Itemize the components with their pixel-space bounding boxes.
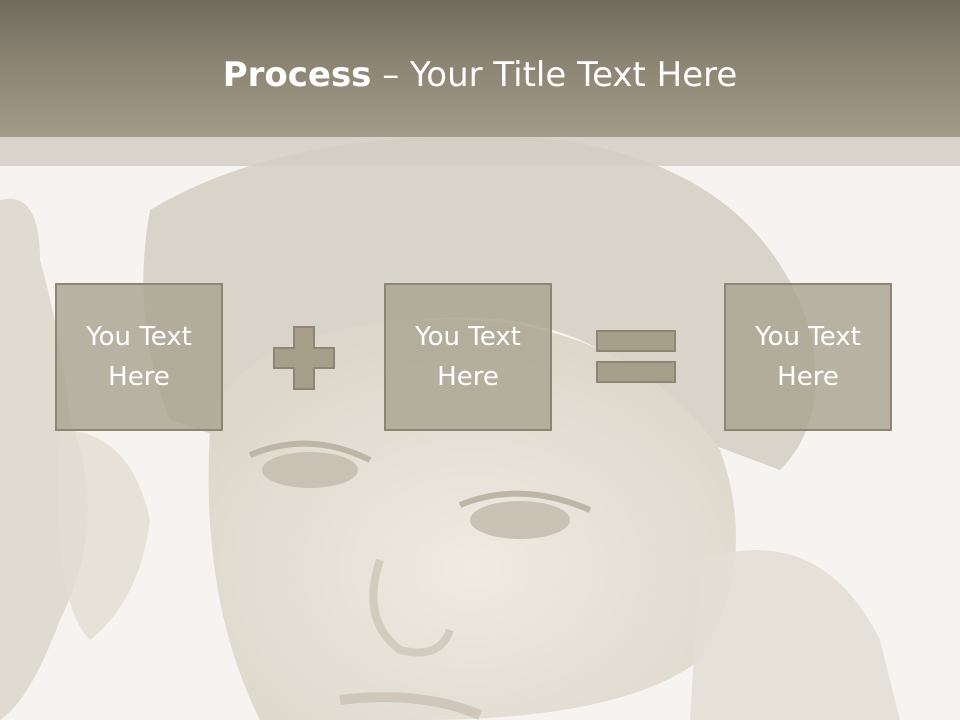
- title-bar: [0, 0, 960, 137]
- step-box-3[interactable]: You Text Here: [724, 283, 892, 431]
- step-text-3: You Text Here: [755, 322, 861, 392]
- step-box-2[interactable]: You Text Here: [384, 283, 552, 431]
- step-box-1[interactable]: You Text Here: [55, 283, 223, 431]
- equals-icon: [596, 330, 676, 383]
- slide-title: Process – Your Title Text Here: [0, 52, 960, 98]
- step-text-1: You Text Here: [86, 322, 192, 392]
- title-rest: – Your Title Text Here: [371, 55, 738, 95]
- plus-icon: [273, 326, 335, 390]
- step-text-2: You Text Here: [415, 322, 521, 392]
- title-bold: Process: [222, 55, 372, 95]
- title-accent-strip: [0, 137, 960, 166]
